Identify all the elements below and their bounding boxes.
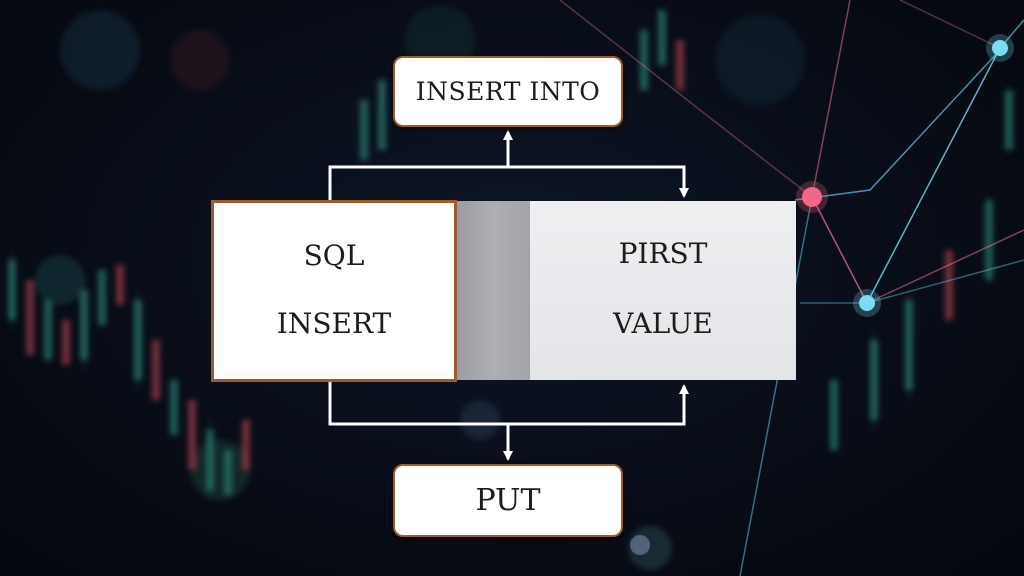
network-node-cyan (992, 40, 1008, 56)
network-node-pink (802, 187, 822, 207)
put-label: PUT (475, 483, 541, 518)
put-box: PUT (393, 464, 623, 537)
sql-label: SQL (303, 238, 365, 272)
insert-into-label: INSERT INTO (415, 77, 601, 106)
pirst-label: PIRST (618, 237, 708, 271)
insert-into-box: INSERT INTO (393, 56, 623, 127)
insert-label: INSERT (276, 306, 392, 340)
value-label: VALUE (613, 306, 713, 340)
middle-gray-block (457, 201, 530, 380)
sql-insert-box: SQL INSERT (211, 200, 457, 382)
first-value-box: PIRST VALUE (530, 201, 796, 380)
network-node-cyan-2 (859, 295, 875, 311)
